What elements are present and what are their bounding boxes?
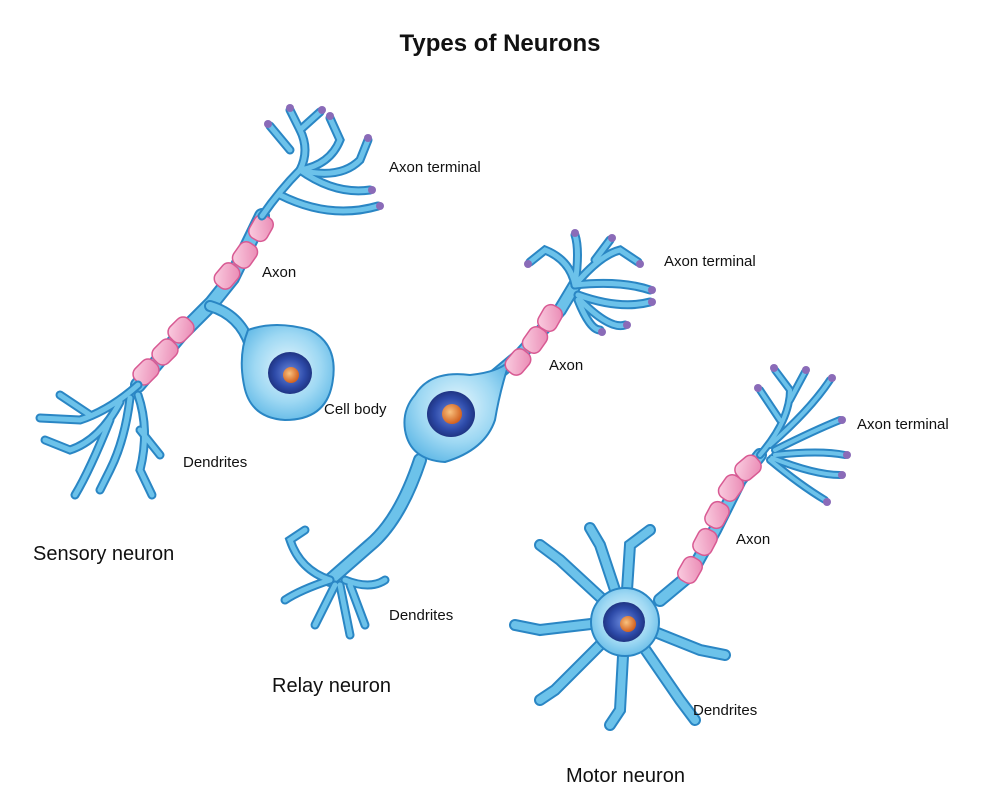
sensory-nucleolus — [283, 367, 299, 383]
sensory-myelin — [132, 213, 274, 386]
relay-nucleolus — [442, 404, 462, 424]
motor-myelin — [677, 454, 762, 585]
relay-neuron — [280, 229, 656, 640]
sensory-axon-terminal-label: Axon terminal — [389, 159, 481, 176]
sensory-neuron — [35, 104, 384, 500]
motor-nucleolus — [620, 616, 636, 632]
relay-neuron-name: Relay neuron — [272, 675, 391, 697]
sensory-axon-label: Axon — [262, 264, 297, 281]
relay-axon-label: Axon — [549, 357, 584, 374]
sensory-axon-terminal — [257, 104, 384, 221]
motor-axon-terminal-label: Axon terminal — [857, 416, 949, 433]
motor-axon-label: Axon — [736, 531, 771, 548]
relay-dendrites-label: Dendrites — [389, 607, 454, 624]
motor-axon-terminal — [754, 364, 851, 506]
sensory-neuron-name: Sensory neuron — [33, 543, 175, 565]
sensory-cell-body-label: Cell body — [324, 401, 387, 418]
relay-axon-terminal-label: Axon terminal — [664, 253, 756, 270]
motor-neuron — [509, 364, 851, 731]
relay-myelin — [504, 303, 563, 376]
motor-dendrites-label: Dendrites — [693, 702, 758, 719]
diagram-title: Types of Neurons — [399, 30, 601, 57]
relay-axon-terminal — [524, 229, 656, 336]
sensory-dendrites-label: Dendrites — [183, 454, 248, 471]
motor-neuron-name: Motor neuron — [566, 765, 685, 787]
sensory-dendrites — [35, 380, 165, 500]
relay-dendrites — [280, 525, 390, 640]
